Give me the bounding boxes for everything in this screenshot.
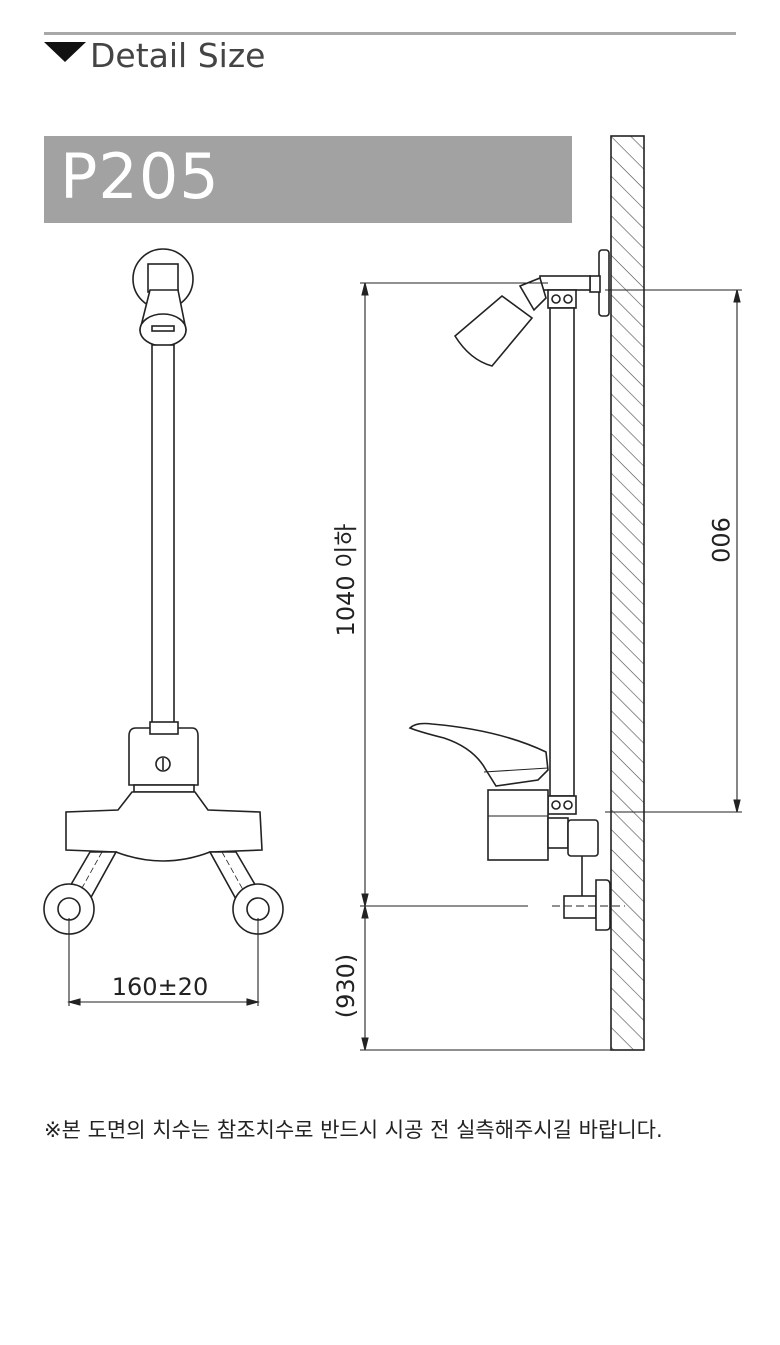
- top-divider: [44, 32, 736, 35]
- model-banner: P205: [44, 136, 572, 223]
- wall-section: [610, 135, 645, 1051]
- front-riser-pipe: [151, 344, 175, 726]
- side-wall-escutcheon: [595, 879, 611, 931]
- side-mixer-body: [487, 789, 549, 861]
- section-header: Detail Size: [44, 35, 266, 75]
- side-shower-neck: [518, 276, 547, 312]
- width-dimension: [66, 918, 261, 1006]
- height-dimensions: [360, 282, 742, 1051]
- floor-height-label: (930): [332, 954, 360, 1019]
- total-height-label: 1040 이하: [332, 524, 360, 637]
- disclaimer-note: ※본 도면의 치수는 참조치수로 반드시 시공 전 실측해주시길 바랍니다.: [44, 1118, 663, 1142]
- width-dimension-label: 160±20: [112, 973, 208, 1001]
- model-code: P205: [60, 140, 220, 213]
- front-valve-body: [65, 791, 263, 862]
- side-shower-head: [453, 294, 534, 367]
- shower-height-label: 900: [706, 517, 734, 563]
- side-lever-handle: [408, 722, 549, 787]
- section-title: Detail Size: [90, 35, 266, 75]
- front-view: [43, 248, 284, 935]
- side-riser-pipe: [549, 307, 575, 797]
- side-view: [408, 249, 611, 931]
- triangle-down-icon: [44, 42, 86, 62]
- front-flange-block: [147, 263, 179, 293]
- side-valve-connection: [567, 819, 599, 857]
